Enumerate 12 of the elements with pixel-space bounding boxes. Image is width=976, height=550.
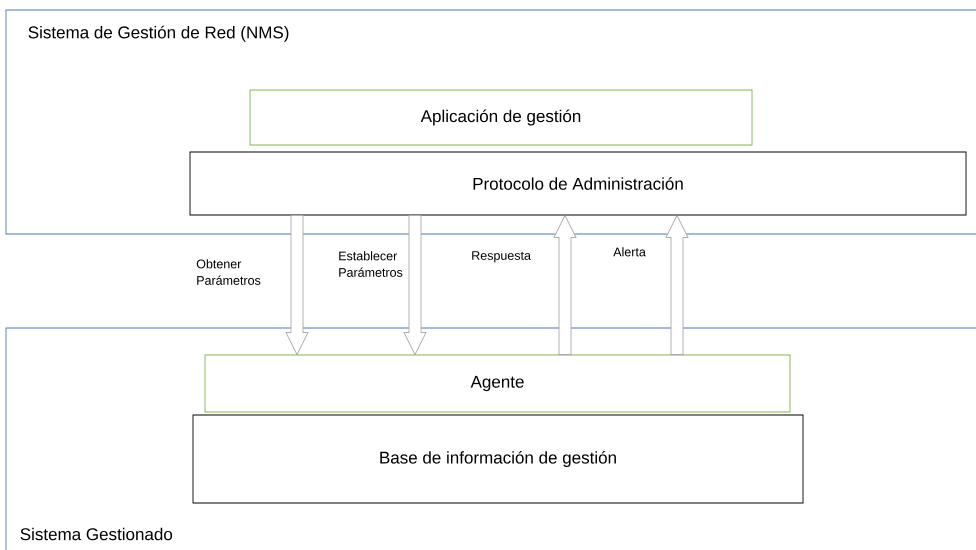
block-arrow	[553, 214, 577, 355]
layer-box: Base de información de gestión	[192, 414, 804, 504]
edge-label: Alerta	[613, 247, 646, 256]
layer-box: Aplicación de gestión	[250, 90, 752, 146]
layer-box: Protocolo de Administración	[190, 152, 966, 216]
edge-label: Obtener Parámetros	[196, 259, 260, 285]
block-arrow	[285, 215, 309, 356]
block-arrow	[665, 214, 689, 355]
block-arrow	[403, 215, 427, 356]
edge-label: Respuesta	[472, 251, 531, 262]
edge-label: Establecer Parámetros	[339, 251, 402, 277]
layer-box: Agente	[204, 354, 790, 412]
